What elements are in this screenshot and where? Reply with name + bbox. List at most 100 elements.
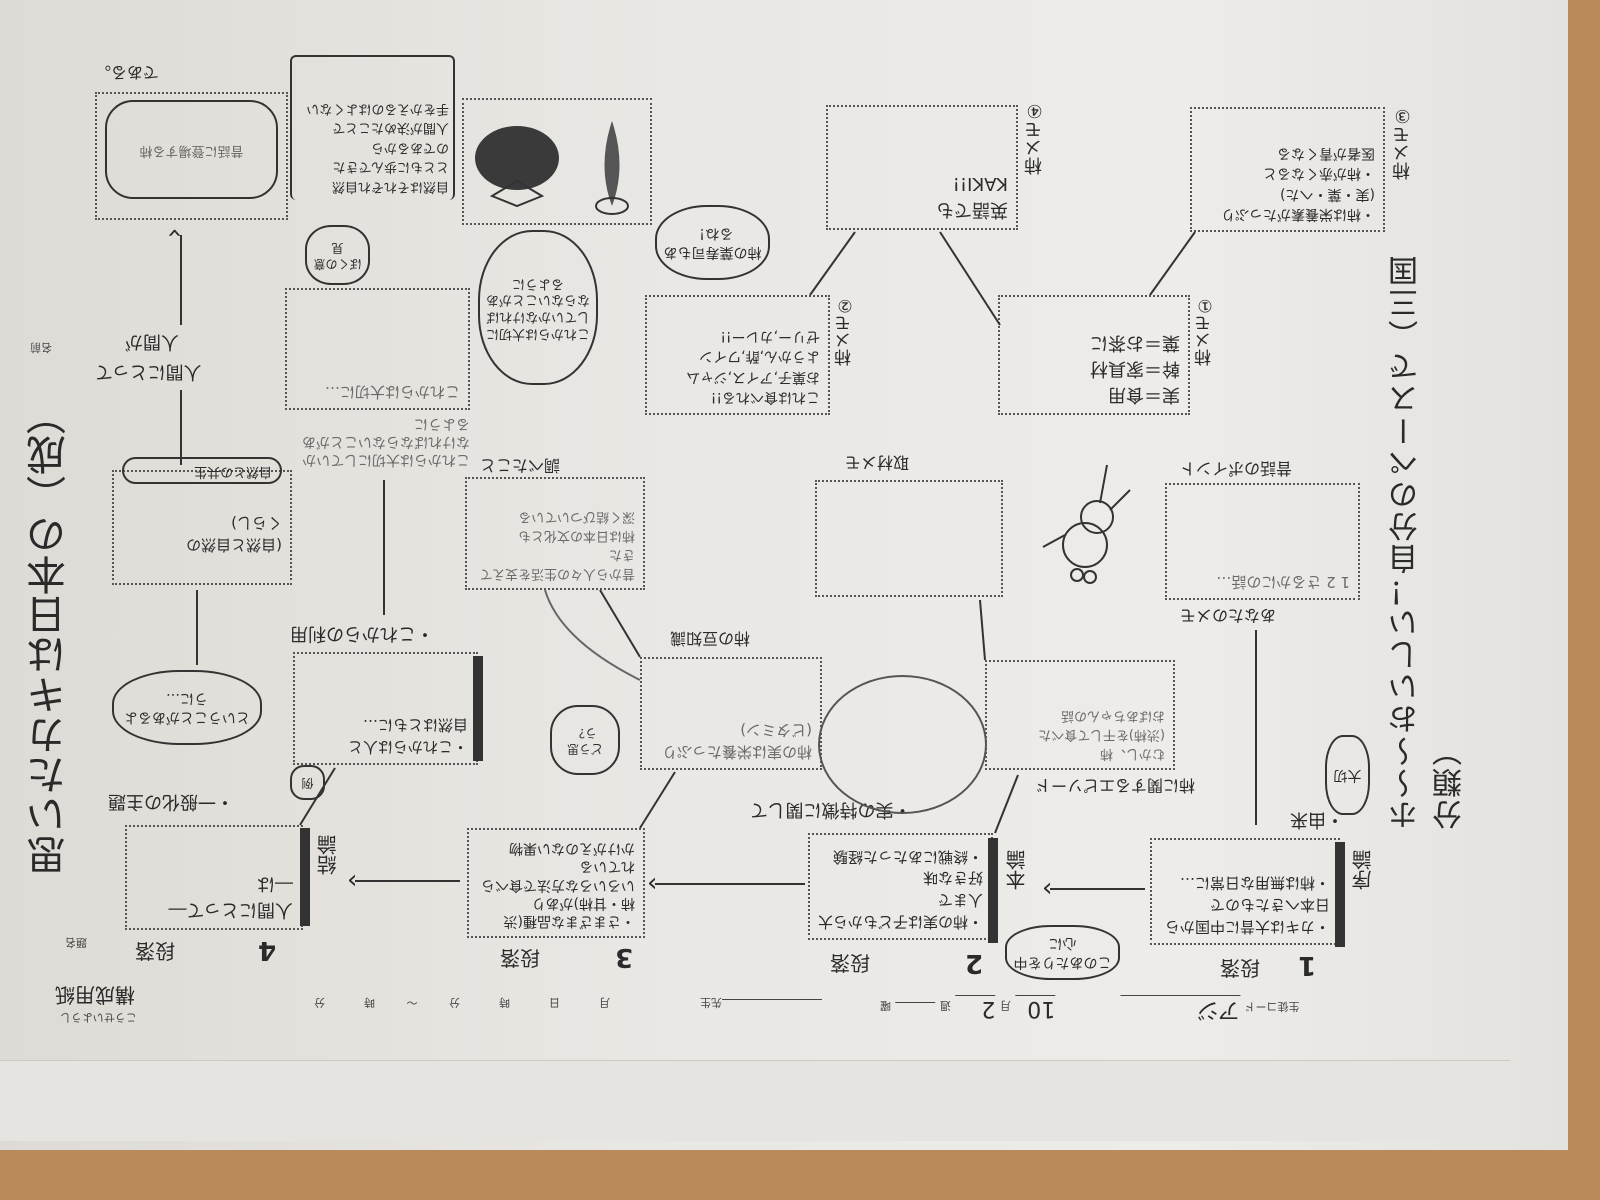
arrow-2-to-3 bbox=[655, 883, 805, 885]
folktale-oval-box: 昔話に登場する柿 bbox=[95, 92, 288, 220]
future-box: ・これからは人と 自然はともに… bbox=[293, 652, 478, 765]
paragraph-4-bar bbox=[300, 828, 310, 926]
teacher-label: 先生 bbox=[700, 996, 722, 1009]
memo-tag: 柿メモ bbox=[1024, 121, 1045, 175]
heading-future: ・これからの利用 bbox=[290, 623, 434, 644]
teacher-field: 先生 bbox=[700, 995, 822, 1014]
highlight-circle bbox=[818, 675, 987, 814]
human-label: 人間にとって bbox=[95, 361, 202, 382]
cartoon-character-icon bbox=[1042, 464, 1131, 584]
month-label: 月 bbox=[999, 999, 1011, 1012]
paragraph-1-label: 段落 bbox=[1220, 956, 1260, 980]
your-memo-label: あなたのメモ bbox=[1180, 606, 1277, 625]
paragraph-2-label: 段落 bbox=[830, 951, 870, 975]
memo-4-tag: 柿メモ④ bbox=[1022, 100, 1048, 175]
paragraph-3-box: ・さまざまな品種(渋柿・甘柿)があり いろいろな方法で食べられている かけがえの… bbox=[467, 828, 645, 938]
nature-box: (自然と自然の くらし) 自然との共生 bbox=[112, 457, 292, 585]
arrow-3-to-4 bbox=[355, 880, 460, 882]
memo-tag: 柿メモ bbox=[1392, 126, 1413, 180]
memo-4-box: 英語でも KAKI!! bbox=[826, 105, 1018, 230]
paragraph-4-number: 4 bbox=[258, 935, 277, 965]
arrow-head-icon: ‹ bbox=[347, 865, 358, 895]
form-title: 構成用紙 bbox=[55, 983, 135, 1007]
essay-title: 思いたカキは日本の（成） bbox=[27, 395, 73, 875]
month-value: 10 bbox=[1015, 995, 1056, 1021]
memo-tag: 柿メモ bbox=[835, 315, 855, 366]
memo-number: ① bbox=[1195, 295, 1215, 315]
paper-edge bbox=[0, 1060, 1510, 1141]
paragraph-1-number: 1 bbox=[1298, 950, 1317, 980]
research-box: 昔から人々の生活を支えてきた 柿は日本の文化とも 深く結びついている bbox=[465, 477, 645, 590]
week-value: 2 bbox=[955, 995, 996, 1021]
important-bubble: 大切 bbox=[1325, 735, 1370, 815]
paragraph-1-role: 序論 bbox=[1351, 850, 1375, 890]
date-time-field: 月 日 時 分 〜 時 分 bbox=[300, 996, 610, 1009]
paragraph-3-label: 段落 bbox=[500, 946, 540, 970]
future-cloud: これからは大切にしていかなければならないことがあるように bbox=[478, 230, 598, 385]
human-label-2: 人間が bbox=[125, 331, 179, 352]
paragraph-2-number: 2 bbox=[965, 948, 984, 978]
memo-number: ④ bbox=[1024, 100, 1045, 121]
future-memo-label: これからは大切にしていかなければならないことがあるように bbox=[302, 415, 470, 468]
memo-3-tag: 柿メモ③ bbox=[1390, 105, 1416, 180]
folktale-header: 昔話のポイント bbox=[1180, 459, 1293, 478]
connector-line bbox=[1255, 630, 1257, 825]
arrow-head-icon: ‹ bbox=[1042, 873, 1053, 903]
callout-box: 自然はそれぞれ自然 とともに歩んできた のであるから 人間が決めたことで 手をか… bbox=[290, 55, 455, 200]
arrow-head-icon: ‹ bbox=[647, 868, 658, 898]
paragraph-2-bar bbox=[988, 838, 998, 943]
example-circle: 例 bbox=[290, 765, 325, 800]
student-code: 生徒コード アジ bbox=[1120, 995, 1299, 1028]
title-label: 題名 bbox=[65, 936, 87, 949]
research-header: 調べたこと bbox=[480, 456, 561, 475]
memo-1-tag: 柿メモ① bbox=[1192, 295, 1217, 366]
nature-oval: 自然との共生 bbox=[122, 457, 282, 484]
interview-box bbox=[815, 480, 1003, 597]
paragraph-4-box: 人間にとって― ―は bbox=[125, 825, 303, 930]
future-bar bbox=[473, 656, 483, 761]
folktale-box: 1 2 さるかにの話… bbox=[1165, 483, 1360, 600]
dearu-text: である。 bbox=[95, 63, 159, 82]
opinion-bubble: どう思う？ bbox=[550, 705, 620, 775]
student-code-label: 生徒コード bbox=[1244, 1000, 1300, 1013]
interview-header: 取材メモ bbox=[845, 453, 910, 472]
up-arrow-line bbox=[180, 235, 182, 325]
memo-tag: 柿メモ bbox=[1195, 315, 1215, 366]
day-blank bbox=[895, 1002, 936, 1003]
theme-cloud: ということがあるように… bbox=[112, 670, 262, 745]
arrow-1-to-2 bbox=[1050, 888, 1145, 890]
persimmon-drawing-box bbox=[462, 98, 652, 225]
connector-line bbox=[196, 590, 198, 665]
memo-2-box: これは食べれる!! お菓子,アイス,ジャム ようかん,酢,ワイン ゼリー,カレー… bbox=[645, 295, 830, 415]
paragraph-2-box: ・柿の実は子どもから大人まで 好きな味 ・終戦にあたった経験 bbox=[808, 833, 993, 940]
memo-1-box: 実＝食用 幹＝家具材 葉＝お茶に bbox=[998, 295, 1190, 415]
memo-2-tag: 柿メモ② bbox=[832, 295, 857, 366]
persimmon-icon bbox=[475, 121, 629, 215]
worksheet-paper bbox=[0, 0, 1568, 1150]
name-label: 名前 bbox=[30, 341, 52, 354]
student-code-value: アジ bbox=[1120, 995, 1240, 1028]
day-label: 曜 bbox=[880, 999, 891, 1012]
trivia-box: 柿の実は栄養たっぷり (ビタミン) bbox=[640, 657, 822, 770]
month-week: 10 月 2 週 曜 bbox=[880, 995, 1056, 1021]
connector-line bbox=[383, 480, 385, 615]
future-memo-box: これからは大切に… bbox=[285, 288, 470, 410]
my-opinion-bubble: ぼくの意見 bbox=[305, 225, 370, 285]
paragraph-1-box: ・カキは大昔に中国から日本へきたもので ・柿は無用な日常に… bbox=[1150, 838, 1340, 945]
paragraph-4-role: 結論 bbox=[316, 835, 340, 875]
folktale-oval: 昔話に登場する柿 bbox=[105, 100, 278, 199]
up-arrow-head-icon: ‹ bbox=[160, 227, 191, 239]
sushi-cloud: 柿の葉寿司もあるね！ bbox=[655, 205, 770, 280]
paragraph-2-role: 本論 bbox=[1005, 850, 1029, 890]
up-arrow-line-lower bbox=[180, 390, 182, 465]
heading-theme: ・一般化の主題 bbox=[108, 791, 234, 812]
paragraph-1-bar bbox=[1335, 842, 1345, 947]
side-note: ホ〜〜おいしい！自分のペースで（三国分類） bbox=[1389, 254, 1468, 830]
form-title-ruby: こうせいようし bbox=[60, 1011, 137, 1024]
memo-number: ② bbox=[835, 295, 855, 315]
paragraph-3-number: 3 bbox=[615, 942, 634, 972]
center-bubble: このあたりを中心に bbox=[1005, 925, 1120, 980]
week-label: 週 bbox=[939, 999, 951, 1012]
episode-header: 柿に関するエピソード bbox=[1035, 776, 1196, 795]
episode-box: むかし、柿 (渋柿)を干して食べた おばあちゃんの話 bbox=[985, 660, 1175, 770]
